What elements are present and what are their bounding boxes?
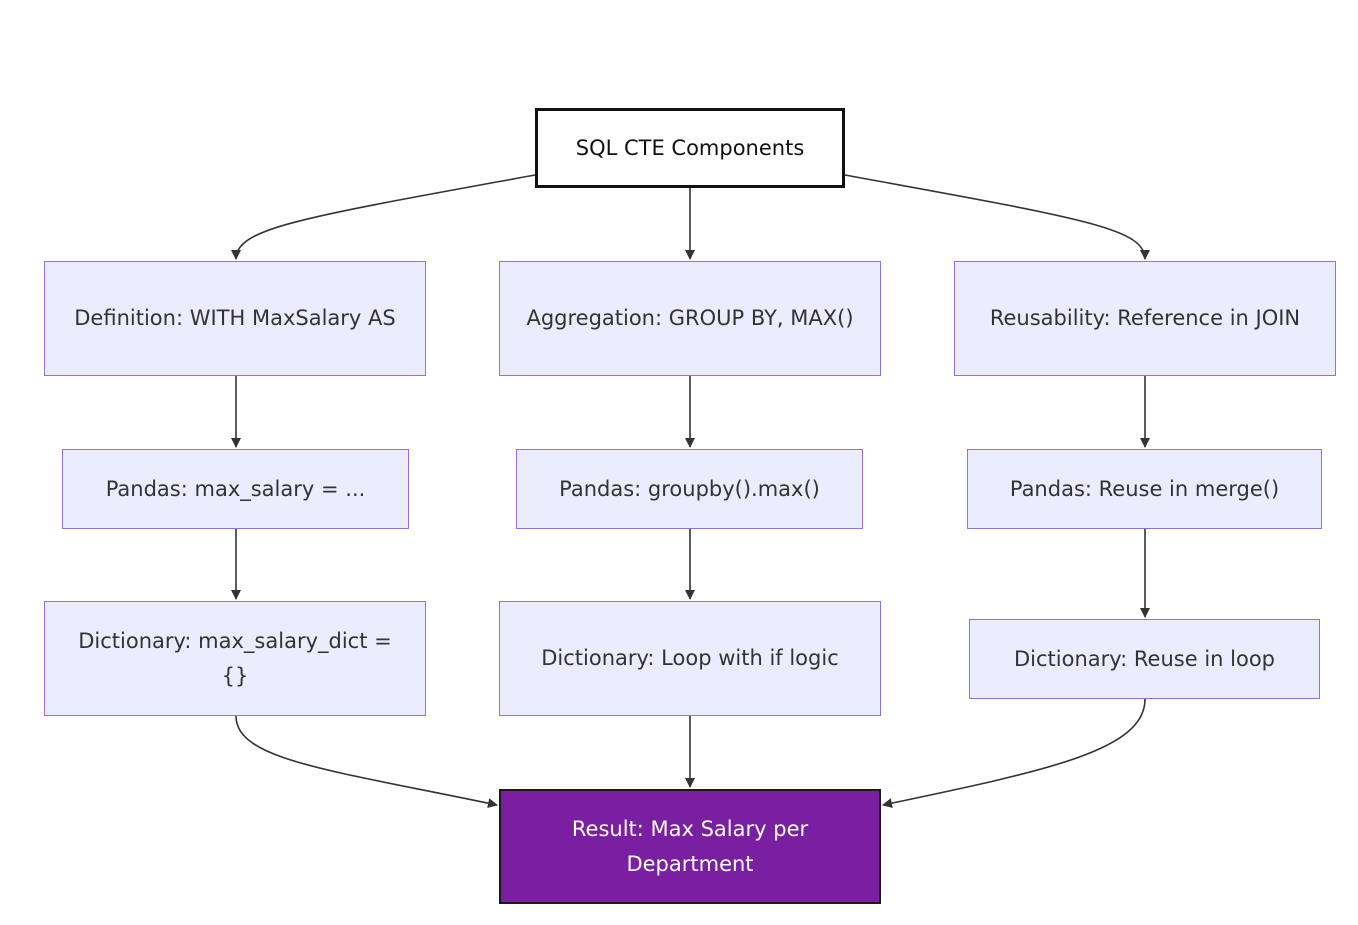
node-result: Result: Max Salary per Department — [499, 789, 881, 904]
edge-dictionary-reuse-to-result — [882, 698, 1146, 809]
node-dictionary-aggregation: Dictionary: Loop with if logic — [499, 601, 881, 716]
edge-dictionary-def-to-result — [235, 715, 498, 809]
node-pandas-reusability: Pandas: Reuse in merge() — [967, 449, 1322, 529]
node-pandas-aggregation: Pandas: groupby().max() — [516, 449, 863, 529]
node-dictionary-reusability: Dictionary: Reuse in loop — [969, 619, 1320, 699]
edge-root-to-definition — [231, 174, 536, 260]
node-aggregation: Aggregation: GROUP BY, MAX() — [499, 261, 881, 376]
node-dictionary-definition: Dictionary: max_salary_dict = {} — [44, 601, 426, 716]
node-sql-cte-components: SQL CTE Components — [535, 108, 845, 188]
node-definition: Definition: WITH MaxSalary AS — [44, 261, 426, 376]
edge-root-to-reusability — [844, 174, 1150, 260]
node-reusability: Reusability: Reference in JOIN — [954, 261, 1336, 376]
node-pandas-definition: Pandas: max_salary = ... — [62, 449, 409, 529]
